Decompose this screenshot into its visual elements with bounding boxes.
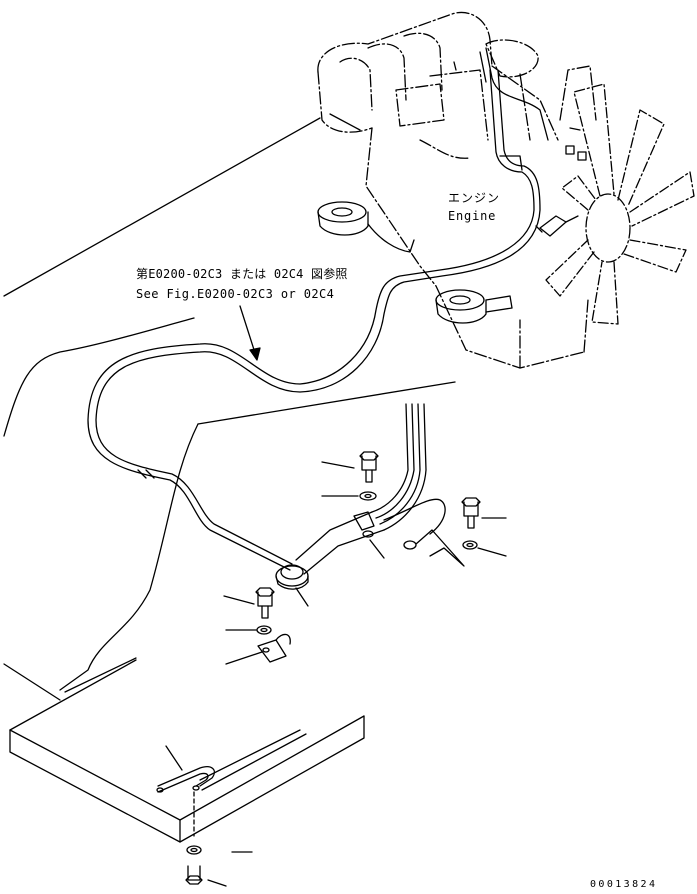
base-plate-harness xyxy=(156,766,215,793)
washer-left xyxy=(256,625,272,635)
washer-upper xyxy=(359,491,377,501)
bolt-left xyxy=(255,587,275,619)
clamp-left xyxy=(257,633,291,663)
engine-block xyxy=(317,11,597,369)
wiring-harness xyxy=(87,47,549,571)
reference-note-en: See Fig.E0200-02C3 or 02C4 xyxy=(136,287,335,301)
cooling-fan xyxy=(545,83,695,325)
bolt-right xyxy=(461,497,481,529)
engine-sensor xyxy=(535,145,587,237)
engine-label-en: Engine xyxy=(448,209,497,223)
base-plate xyxy=(9,659,365,843)
ground-terminal xyxy=(403,529,465,567)
frame-outline xyxy=(3,113,456,701)
harness-clamp xyxy=(353,511,375,538)
harness-grommet xyxy=(275,564,309,590)
reference-leader xyxy=(239,305,261,361)
frame-harness-bundle xyxy=(295,403,446,575)
bolt-upper xyxy=(359,451,379,483)
washer-right xyxy=(462,540,478,550)
reference-note-ja: 第E0200-02C3 または 02C4 図参照 xyxy=(136,267,348,281)
engine-label-ja: エンジン xyxy=(448,191,501,205)
bottom-bolt xyxy=(185,791,203,885)
leader-lines xyxy=(165,61,581,887)
drawing-code: 00013824 xyxy=(590,879,658,890)
engine-mounts xyxy=(317,201,513,324)
